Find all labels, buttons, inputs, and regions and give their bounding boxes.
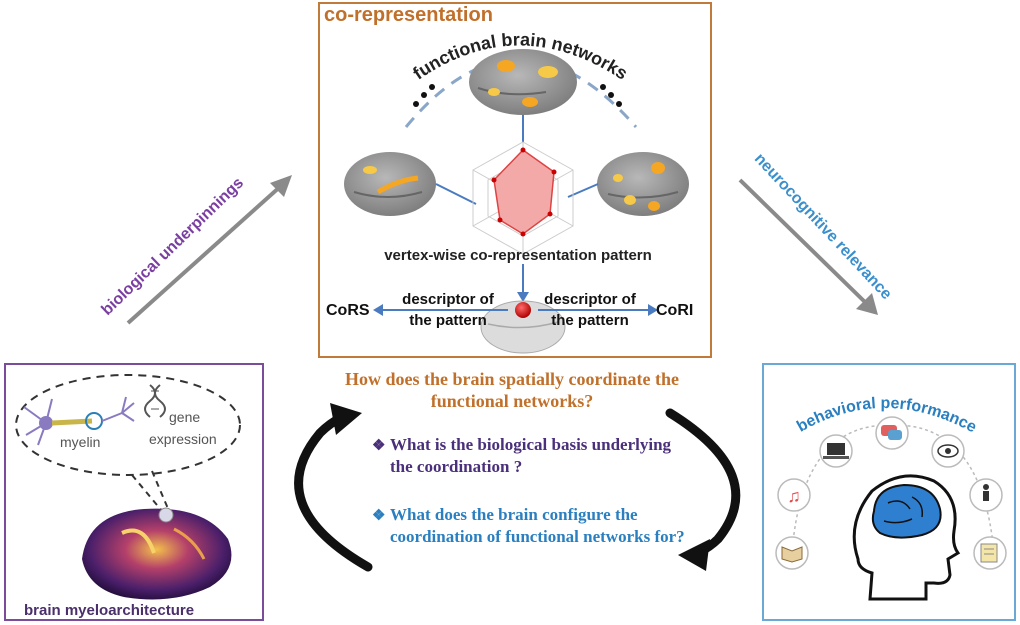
right-diagonal-arrow [738,178,878,315]
gene-label: gene [169,409,201,425]
thought-bubble [15,374,241,476]
myelin-label: myelin [60,434,101,450]
pattern-node [515,302,531,318]
left-diagonal-arrow [126,175,292,325]
left-cycle-arrow [294,412,373,572]
laptop-icon [819,434,853,468]
cycle-arrows [294,403,741,572]
right-panel-graphics: behavioral performance ♫ [775,395,1007,601]
right-cycle-arrow [665,408,741,558]
speech-bubble-icon [875,416,909,450]
svg-text:♫: ♫ [787,486,801,506]
bullet-1-text: What is the biological basis underlying … [390,435,672,476]
eye-icon [931,434,965,468]
bullet-1-symbol: ❖ [372,438,386,454]
right-descriptor-label: descriptor of the pattern [544,291,636,329]
cors-label: CoRS [326,302,370,319]
left-descriptor-label: descriptor of the pattern [402,291,494,329]
neuron-icon [23,396,135,446]
top-panel-graphics: functional brain networks [344,29,689,354]
music-icon: ♫ [777,478,811,512]
brain-top-icon [469,49,577,115]
brain-left-icon [344,152,436,216]
book-icon [775,536,809,570]
myeloarchitecture-panel [4,363,264,621]
brain-right-icon [597,152,689,216]
co-representation-title: co-representation [324,4,493,26]
bullet-2-text: What does the brain configure the coordi… [390,505,685,546]
brain-bottom-icon [480,300,566,354]
head-brain-icon [852,474,961,601]
co-representation-panel [318,2,712,358]
myelin-brain-map [82,507,232,600]
myeloarchitecture-caption: brain myeloarchitecture [24,602,195,619]
radar-chart [472,141,574,255]
expression-label: expression [149,431,217,447]
cori-label: CoRI [656,302,694,319]
central-question: How does the brain spatially coordinate … [344,369,679,411]
pattern-label: vertex-wise co-representation pattern [384,247,652,264]
behavioral-performance-panel [762,363,1016,621]
document-icon [973,536,1007,570]
bullet-2-symbol: ❖ [372,508,386,524]
left-panel-graphics [15,374,241,600]
person-icon [969,478,1003,512]
dna-icon [144,384,166,418]
